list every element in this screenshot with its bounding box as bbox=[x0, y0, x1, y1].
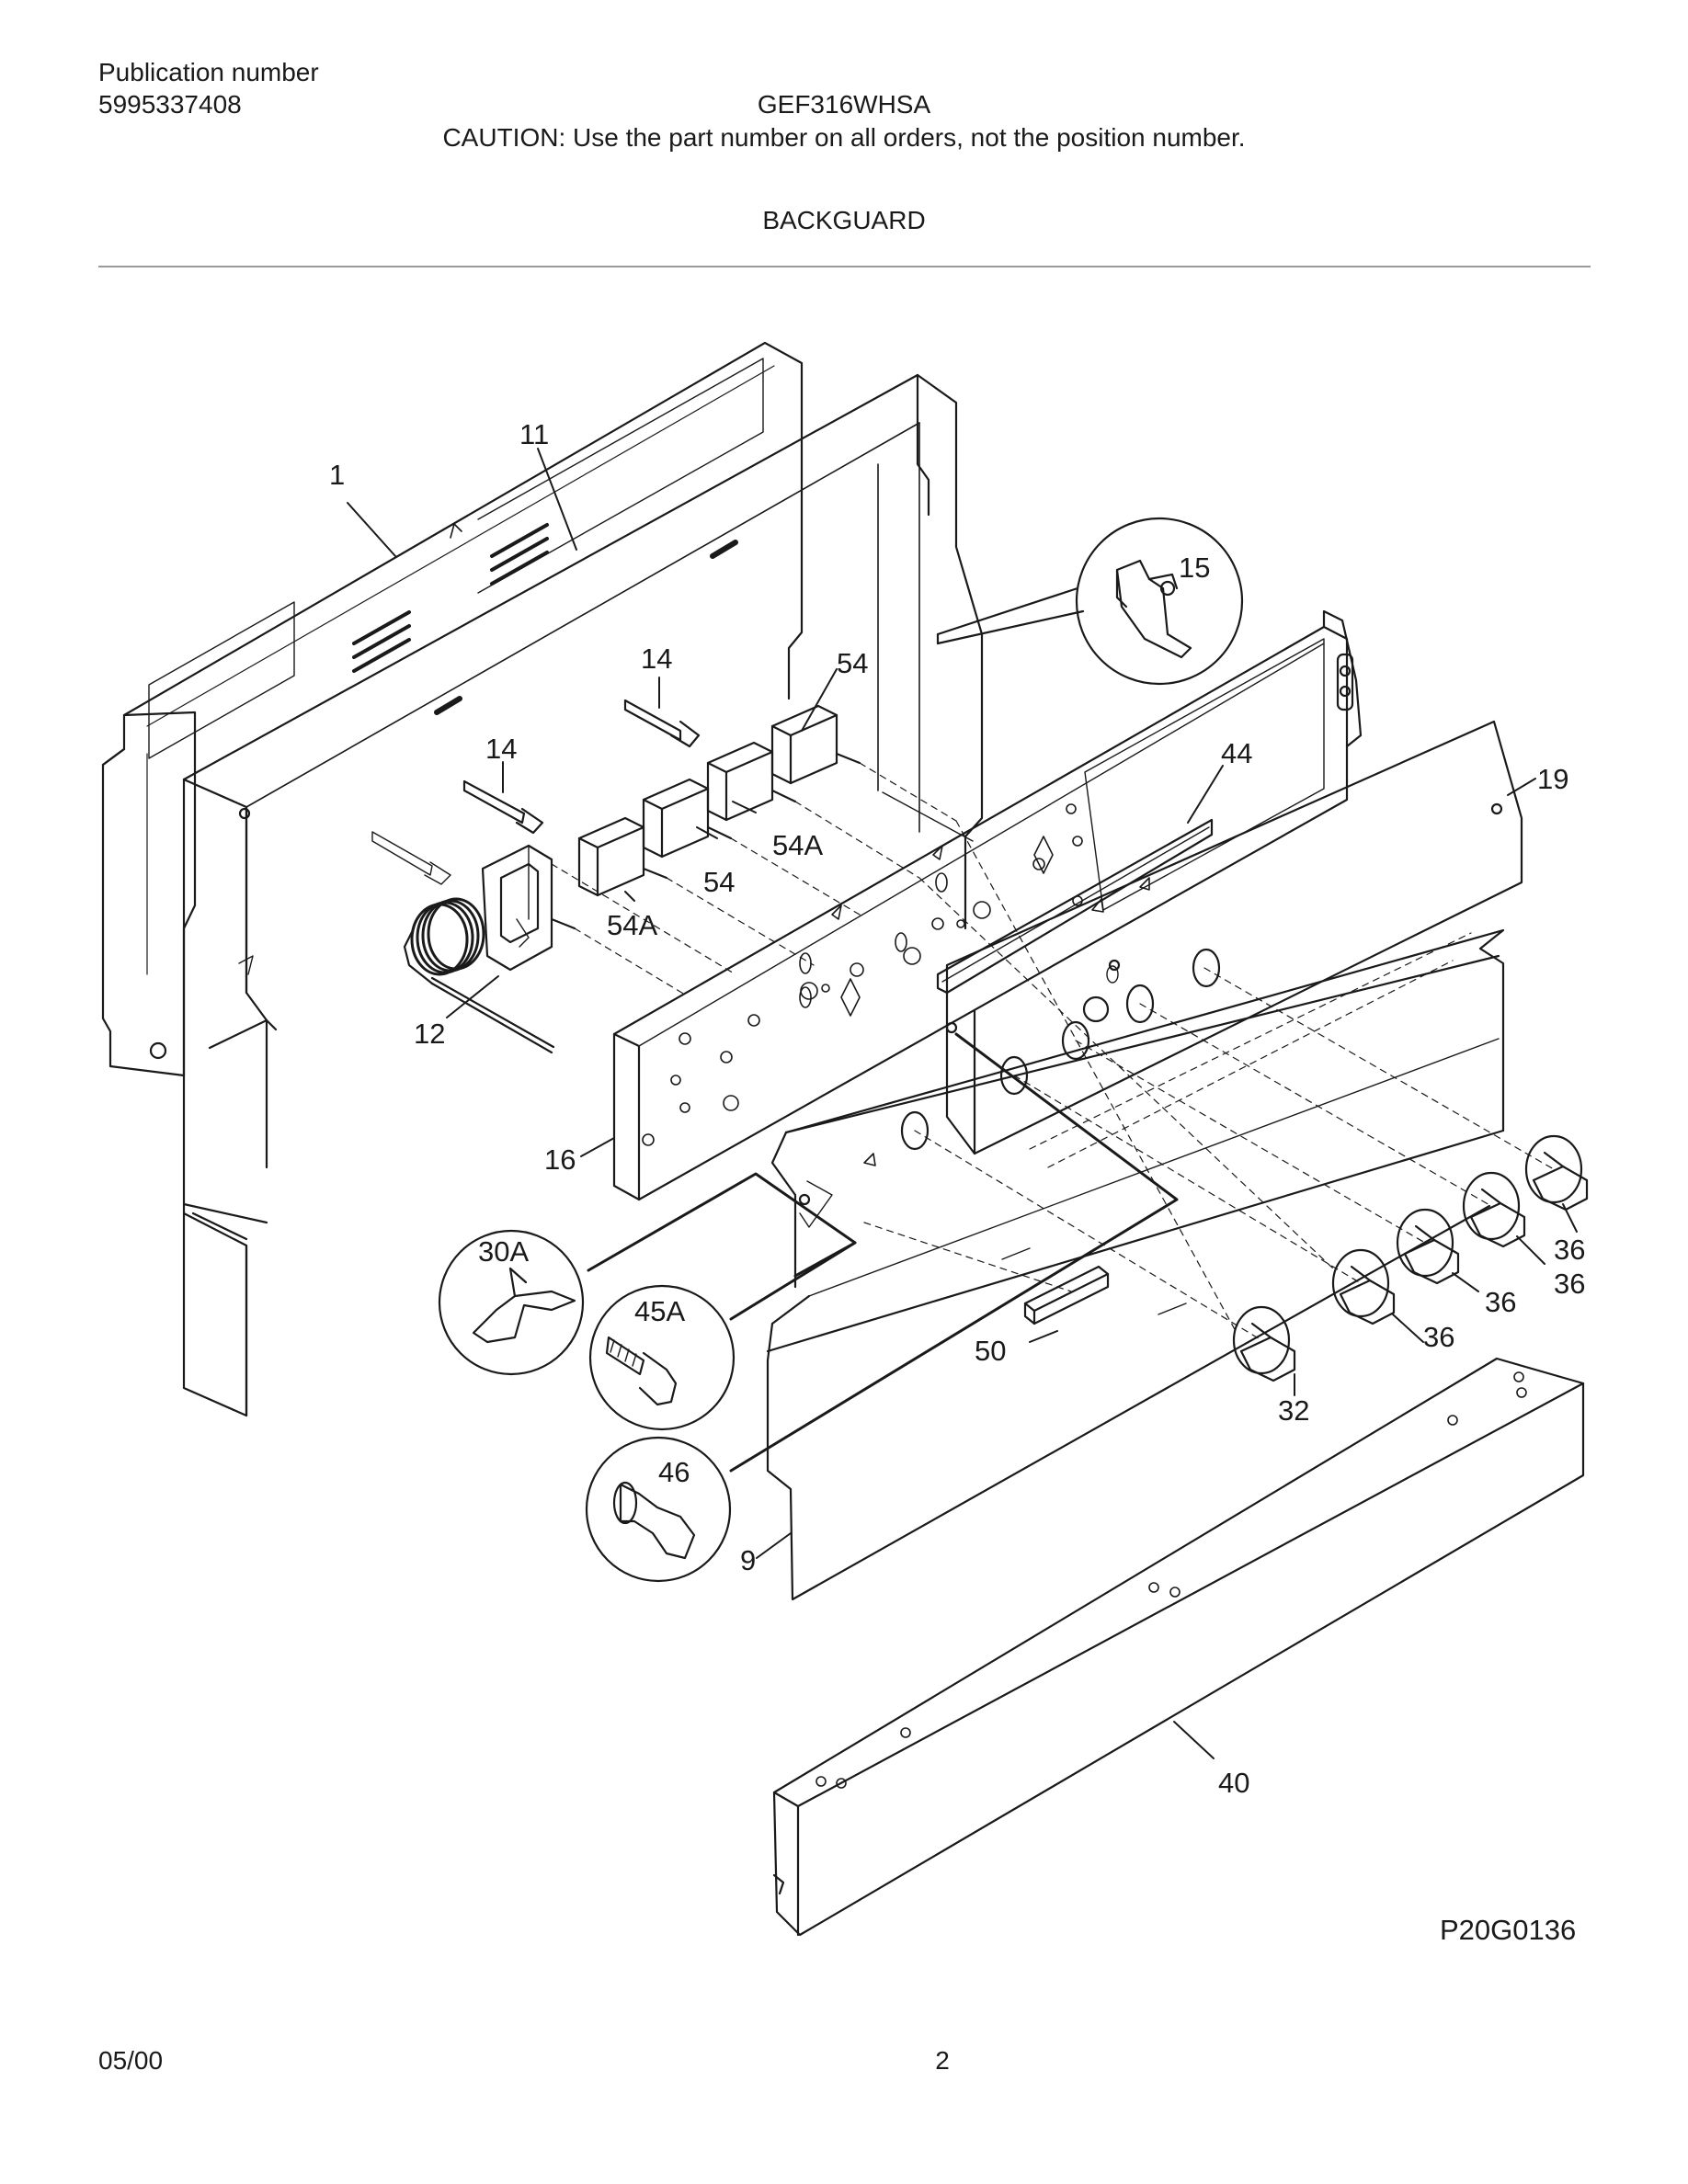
leader-lines bbox=[347, 448, 1578, 1759]
screw-detail-45A bbox=[588, 1284, 736, 1431]
lower-trim-part-40 bbox=[772, 1357, 1585, 1937]
callout-16: 16 bbox=[544, 1143, 576, 1176]
callout-11: 11 bbox=[519, 418, 549, 450]
trim-strip-part-44 bbox=[936, 818, 1214, 995]
callout-36-a: 36 bbox=[1423, 1321, 1454, 1353]
stop-detail-46 bbox=[585, 1436, 732, 1583]
callout-54A-lower: 54A bbox=[607, 909, 657, 941]
wing-nut-detail-30A bbox=[438, 1229, 585, 1376]
page-number: 2 bbox=[935, 2046, 950, 2075]
header-divider bbox=[98, 266, 1591, 267]
callout-labels: 1 11 14 14 15 54 54 54A 54A 44 19 12 16 … bbox=[329, 418, 1585, 1799]
thermostat-part-12 bbox=[403, 844, 576, 1054]
alignment-lines bbox=[551, 762, 1555, 1341]
publication-number: 5995337408 bbox=[98, 90, 242, 119]
callout-30A: 30A bbox=[478, 1235, 529, 1268]
callout-54-lower: 54 bbox=[703, 866, 735, 898]
detail-connectors bbox=[587, 1032, 1179, 1473]
callout-54-upper: 54 bbox=[837, 647, 868, 679]
caution-note: CAUTION: Use the part number on all orde… bbox=[442, 123, 1246, 152]
callout-14-lower: 14 bbox=[485, 733, 517, 765]
callout-45A: 45A bbox=[634, 1295, 685, 1327]
section-title: BACKGUARD bbox=[762, 206, 926, 234]
callout-46: 46 bbox=[658, 1456, 690, 1488]
callout-44: 44 bbox=[1221, 737, 1252, 769]
callout-32: 32 bbox=[1278, 1394, 1309, 1427]
callout-19: 19 bbox=[1537, 763, 1568, 795]
callout-36-d: 36 bbox=[1554, 1234, 1585, 1266]
callout-40: 40 bbox=[1218, 1767, 1249, 1799]
model-number: GEF316WHSA bbox=[757, 90, 931, 119]
callout-36-c: 36 bbox=[1554, 1268, 1585, 1300]
callout-36-b: 36 bbox=[1485, 1286, 1516, 1318]
rear-panel-part bbox=[101, 341, 804, 1077]
callout-12: 12 bbox=[414, 1018, 445, 1050]
badge-part-50 bbox=[1023, 1265, 1110, 1325]
callout-15: 15 bbox=[1179, 552, 1210, 584]
control-panel-part-9 bbox=[766, 928, 1505, 1601]
backguard-frame-part bbox=[182, 373, 984, 1417]
callout-9: 9 bbox=[740, 1544, 756, 1576]
sensor-parts-14 bbox=[371, 699, 701, 885]
footer-date: 05/00 bbox=[98, 2046, 164, 2075]
console-panel-part-19 bbox=[945, 720, 1523, 1155]
callout-1: 1 bbox=[329, 459, 345, 491]
publication-label: Publication number bbox=[98, 58, 319, 86]
control-bracket-part-16 bbox=[612, 609, 1363, 1201]
control-knobs bbox=[1232, 1134, 1589, 1382]
callout-54A-upper: 54A bbox=[772, 829, 823, 861]
switch-parts-54 bbox=[577, 704, 861, 897]
callout-14-upper: 14 bbox=[641, 643, 672, 675]
figure-code: P20G0136 bbox=[1440, 1914, 1577, 1946]
callout-50: 50 bbox=[975, 1335, 1006, 1367]
clip-detail-15 bbox=[936, 517, 1244, 686]
